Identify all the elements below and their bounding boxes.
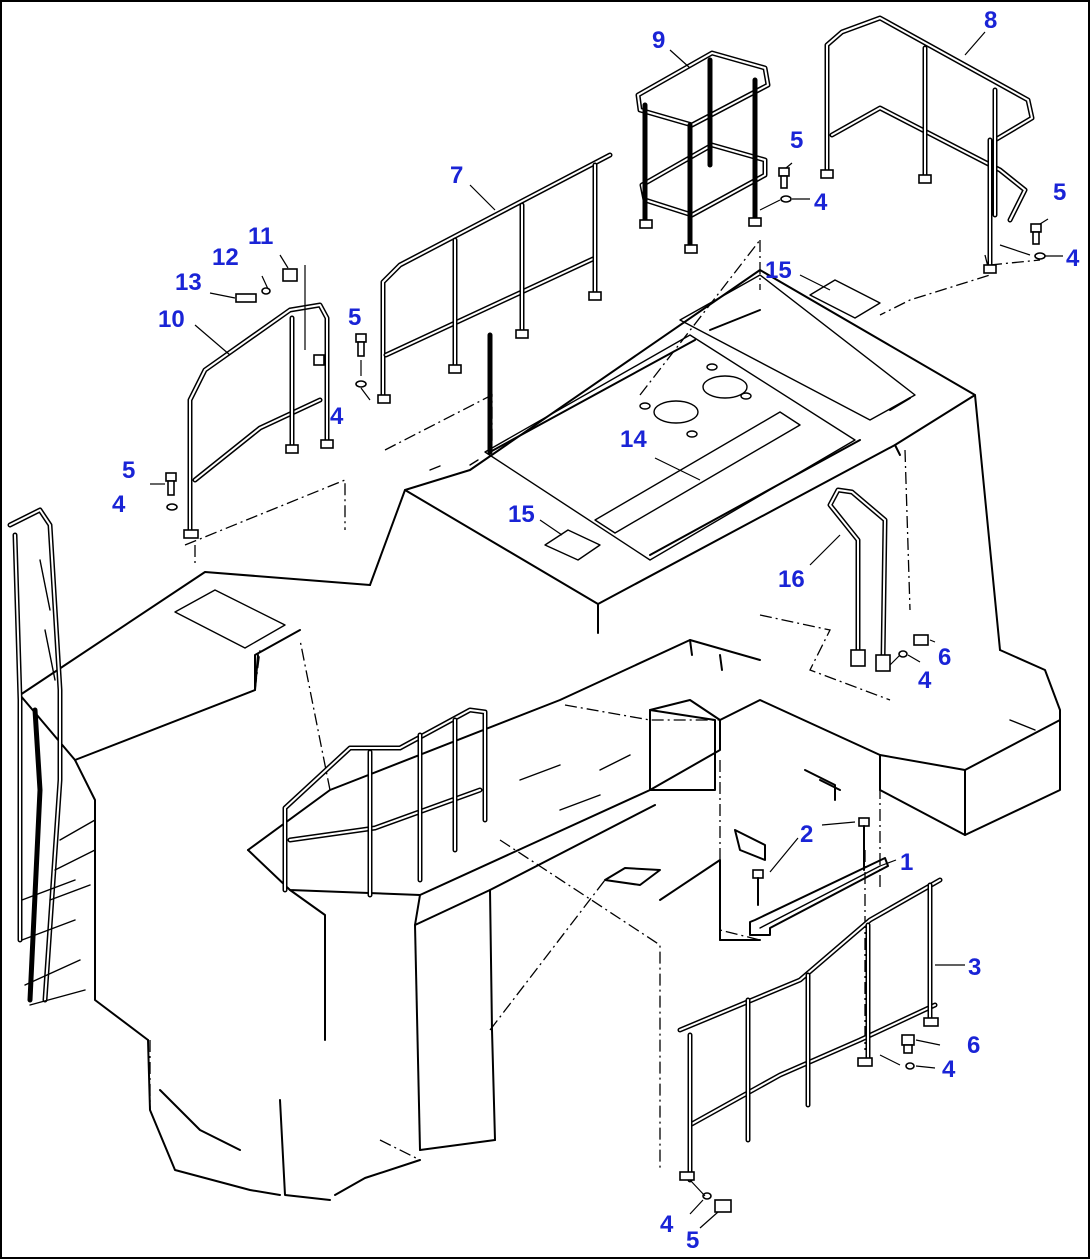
callout-5: 5 xyxy=(686,1227,699,1254)
callout-4: 4 xyxy=(1066,245,1080,272)
callout-4: 4 xyxy=(942,1056,956,1083)
handrail-9 xyxy=(635,50,771,254)
callouts: 1 2 3 4 4 4 4 4 4 4 5 5 5 5 5 6 6 7 8 9 … xyxy=(112,7,1080,1254)
step-plate-1 xyxy=(749,857,889,936)
callout-4: 4 xyxy=(814,189,828,216)
callout-11: 11 xyxy=(248,223,273,250)
left-ladder xyxy=(7,507,96,1006)
callout-5: 5 xyxy=(122,457,135,484)
callout-6: 6 xyxy=(967,1032,980,1059)
callout-6: 6 xyxy=(938,644,951,671)
callout-15: 15 xyxy=(765,257,792,284)
callout-7: 7 xyxy=(450,162,463,189)
handrail-7 xyxy=(377,152,613,455)
callout-15: 15 xyxy=(508,501,535,528)
callout-16: 16 xyxy=(778,566,805,593)
phantom-lines xyxy=(19,239,1041,1170)
callout-8: 8 xyxy=(984,7,997,34)
callout-5: 5 xyxy=(348,304,361,331)
handrail-10 xyxy=(183,265,334,539)
callout-10: 10 xyxy=(158,306,185,333)
callout-12: 12 xyxy=(212,244,239,271)
machine-body xyxy=(19,269,1061,1201)
callout-5: 5 xyxy=(1053,179,1066,206)
callout-13: 13 xyxy=(175,269,202,296)
callout-14: 14 xyxy=(620,426,647,453)
fasteners xyxy=(150,31,1063,1229)
callout-2: 2 xyxy=(800,821,813,848)
handrail-16 xyxy=(827,487,891,672)
callout-4: 4 xyxy=(330,403,344,430)
callout-4: 4 xyxy=(918,667,932,694)
front-deck-rail xyxy=(282,707,488,898)
handrail-3 xyxy=(677,877,943,1183)
callout-1: 1 xyxy=(900,849,913,876)
callout-4: 4 xyxy=(660,1211,674,1238)
handrail-8 xyxy=(820,15,1035,274)
callout-4: 4 xyxy=(112,491,126,518)
callout-9: 9 xyxy=(652,27,665,54)
callout-5: 5 xyxy=(790,127,803,154)
callout-3: 3 xyxy=(968,954,981,981)
